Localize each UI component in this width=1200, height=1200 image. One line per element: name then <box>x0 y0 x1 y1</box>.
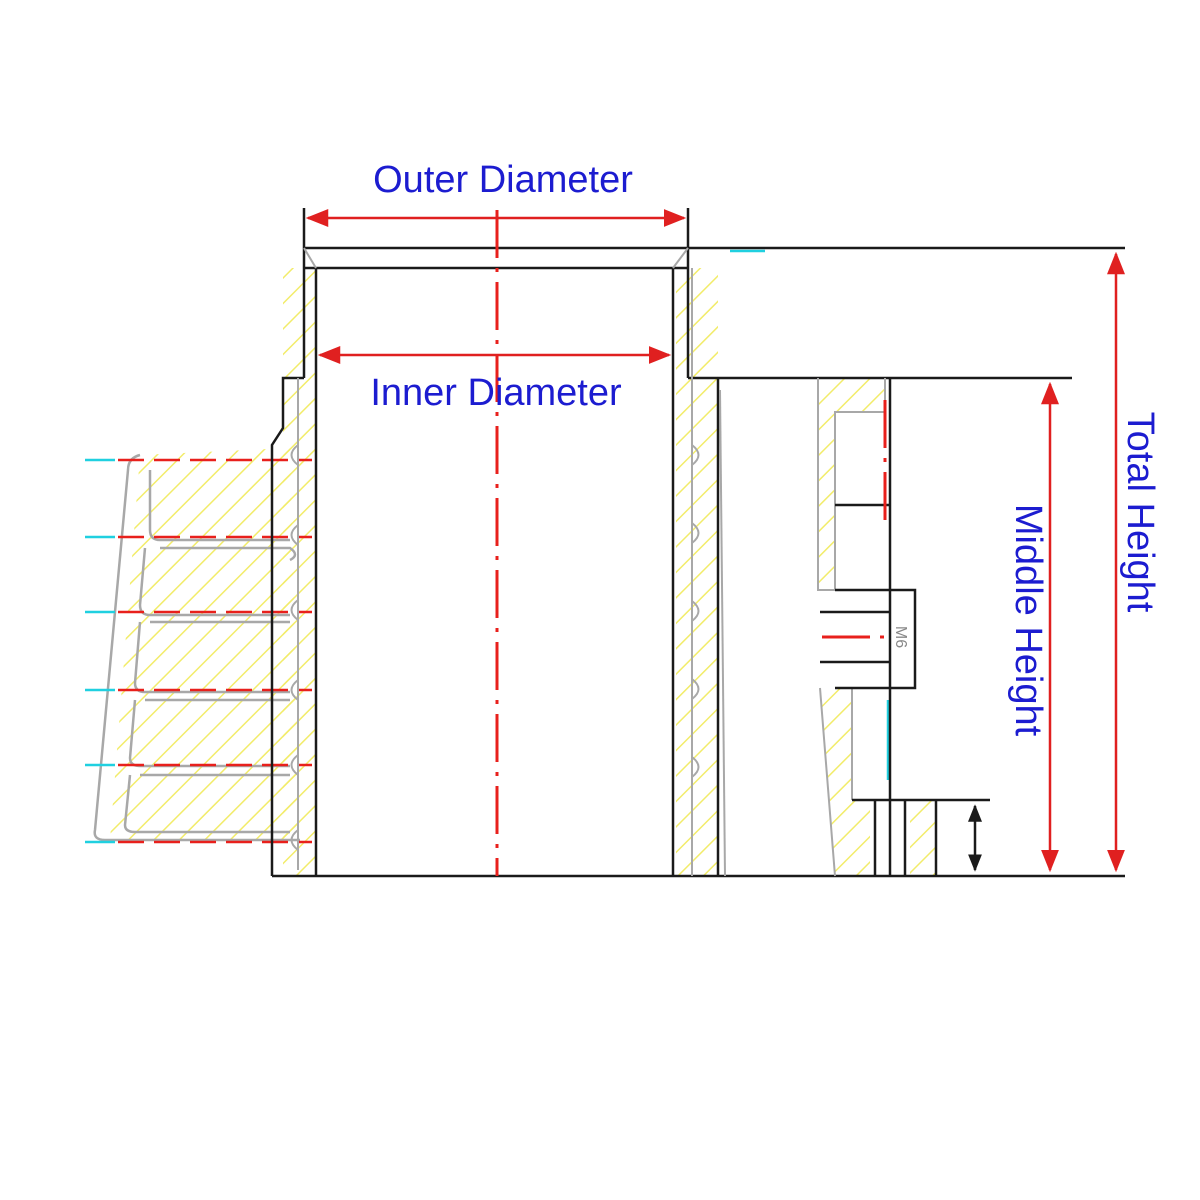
bracket-upper-hatch <box>818 378 885 590</box>
thread-callout: M6 <box>892 626 909 648</box>
groove-right <box>691 678 700 700</box>
bolt-boss <box>835 588 917 690</box>
groove-left <box>290 754 299 776</box>
centerlines <box>495 210 888 876</box>
flange-hatch <box>110 448 300 840</box>
right-wall-hatch <box>676 268 718 876</box>
wall-grooves <box>290 444 700 851</box>
groove-left <box>290 444 299 466</box>
fin-cyan-ticks <box>85 249 890 844</box>
bracket-lower-outline <box>819 687 853 877</box>
groove-left <box>290 679 299 701</box>
groove-right <box>691 522 700 544</box>
middle-height-label: Middle Height <box>1007 504 1049 737</box>
chamfer-left <box>303 247 317 269</box>
fin-centerlines <box>118 458 312 844</box>
fin-1 <box>148 470 297 562</box>
fin-5 <box>123 774 290 834</box>
bracket-lower-hatch <box>820 688 870 876</box>
groove-left <box>290 829 299 851</box>
groove-left <box>290 524 299 546</box>
right-taper-line <box>719 389 726 877</box>
main-body <box>270 208 1125 878</box>
groove-right <box>691 756 700 778</box>
inner-diameter-label: Inner Diameter <box>370 372 622 414</box>
left-step <box>270 376 304 876</box>
base-insert-hatch <box>910 800 936 876</box>
flange-outline <box>93 453 300 842</box>
groove-left <box>290 599 299 621</box>
hatched-sections <box>110 268 936 876</box>
total-height-label: Total Height <box>1119 412 1161 613</box>
chamfer-right <box>672 247 689 269</box>
outer-diameter-label: Outer Diameter <box>373 159 633 201</box>
bracket-details <box>820 378 990 876</box>
groove-right <box>691 600 700 622</box>
dimension-arrows <box>305 209 1125 873</box>
groove-right <box>691 444 700 466</box>
secondary-outlines <box>297 247 886 877</box>
